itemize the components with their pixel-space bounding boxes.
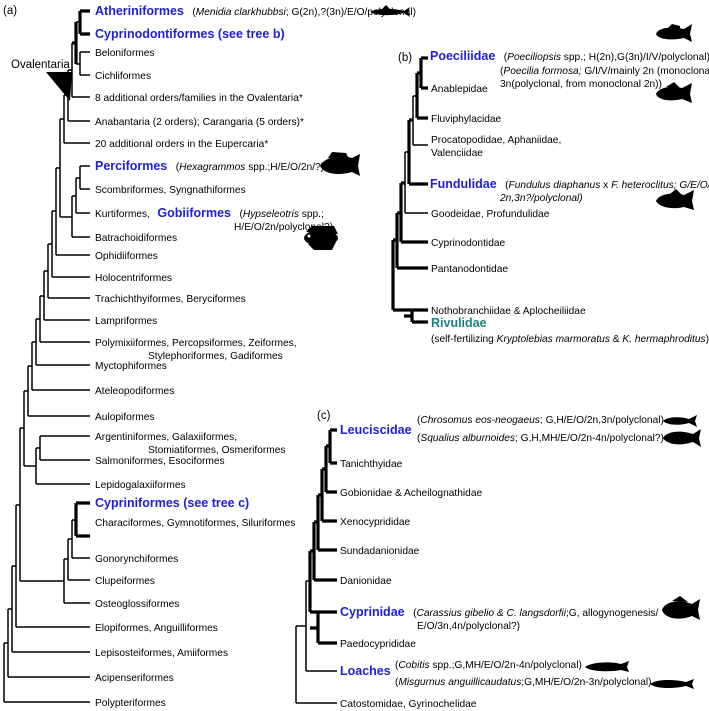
chrosomus-note: (Chrosomus eos-neogaeus; G,H/E/O/2n,3n/p…	[417, 415, 664, 426]
taxon-cichliformes: Cichliformes	[95, 71, 151, 82]
taxon-polymixiiformes: Polymixiiformes, Percopsiformes, Zeiform…	[95, 338, 297, 349]
taxon-cyprinodontidae: Cyprinodontidae	[431, 238, 506, 249]
taxon-gobiiformes: Kurtiformes, Gobiiformes (Hypseleotris s…	[95, 204, 324, 221]
taxon-pantanodontidae: Pantanodontidae	[431, 264, 508, 275]
taxon-ateleopodiformes: Ateleopodiformes	[95, 386, 174, 397]
taxon-polypteriformes: Polypteriformes	[95, 698, 166, 709]
taxon-argentiniformes: Argentiniformes, Galaxiiformes,	[95, 432, 237, 443]
tree-b-labels: Poeciliidae (Poeciliopsis spp.; H(2n),G(…	[430, 47, 709, 345]
taxon-argentiniformes-line2: Stomiatiformes, Osmeriformes	[148, 445, 286, 456]
taxon-rivulidae: Rivulidae	[431, 316, 487, 330]
taxon-cyprinidae: Cyprinidae (Carassius gibelio & C. langs…	[340, 603, 658, 620]
taxon-anabantaria: Anabantaria (2 orders); Carangaria (5 or…	[95, 117, 304, 128]
fish-silhouette-icon	[320, 152, 360, 176]
cyprinidae-note-line2: E/O/3n,4n/polyclonal?)	[417, 621, 520, 632]
taxon-cypriniformes: Cypriniformes (see tree c)	[95, 496, 249, 510]
taxon-danionidae: Danionidae	[340, 576, 392, 587]
tree-c-branches	[295, 428, 337, 704]
fish-silhouette-icon	[370, 5, 410, 17]
tree-a-labels: Atheriniformes (Menidia clarkhubbsi; G(2…	[95, 2, 416, 709]
fish-silhouette-icon	[663, 429, 701, 447]
taxon-catostomidae: Catostomidae, Gyrinochelidae	[340, 699, 477, 710]
taxon-salmoniformes: Salmoniformes, Esociformes	[95, 456, 225, 467]
panel-b-label: (b)	[398, 52, 412, 64]
taxon-fundulidae: Fundulidae (Fundulus diaphanus x F. hete…	[430, 175, 709, 192]
taxon-acipenseriformes: Acipenseriformes	[95, 673, 174, 684]
taxon-myctophiformes: Myctophiformes	[95, 361, 167, 372]
taxon-tanichthyidae: Tanichthyidae	[340, 459, 403, 470]
taxon-lepidogalaxiiformes: Lepidogalaxiiformes	[95, 480, 186, 491]
rivulidae-note: (self-fertilizing Kryptolebias marmoratu…	[431, 334, 709, 345]
taxon-gobionidae: Gobionidae & Acheilognathidae	[340, 488, 483, 499]
taxon-procatopodidae-line2: Valenciidae	[431, 148, 483, 159]
poecilia-formosa-note: (Poecilia formosa; G/I/V/mainly 2n (mono…	[500, 66, 709, 77]
taxon-eupercaria: 20 additional orders in the Eupercaria*	[95, 139, 268, 150]
taxon-goodeidae: Goodeidae, Profundulidae	[431, 209, 550, 220]
tree-c-labels: Leuciscidae (Chrosomus eos-neogaeus; G,H…	[340, 415, 664, 710]
taxon-ophidiiformes: Ophidiiformes	[95, 251, 158, 262]
fish-silhouette-icon	[656, 189, 694, 210]
taxon-characiformes: Characiformes, Gymnotiformes, Siluriform…	[95, 518, 295, 529]
taxon-leuciscidae: Leuciscidae	[340, 423, 412, 437]
taxon-batrachoidiformes: Batrachoidiformes	[95, 233, 177, 244]
fish-silhouette-icon	[663, 415, 697, 427]
taxon-loaches: Loaches	[340, 664, 391, 678]
misgurnus-note: (Misgurnus anguillicaudatus;G,MH/E/O/2n-…	[395, 677, 652, 688]
taxon-sundadanionidae: Sundadanionidae	[340, 546, 420, 557]
taxon-procatopodidae: Procatopodidae, Aphaniidae,	[431, 135, 561, 146]
taxon-elopiformes: Elopiformes, Anguilliformes	[95, 623, 218, 634]
tree-b-branches	[391, 56, 428, 324]
fish-silhouette-icon	[656, 24, 692, 42]
taxon-scombriformes: Scombriformes, Syngnathiformes	[95, 185, 246, 196]
fish-silhouette-icon	[304, 226, 338, 250]
squalius-note: (Squalius alburnoides; G,H,MH/E/O/2n-4n/…	[417, 433, 664, 444]
taxon-anablepidae: Anablepidae	[431, 84, 488, 95]
taxon-gonorynchiformes: Gonorynchiformes	[95, 554, 178, 565]
tree-a-branches	[3, 9, 90, 703]
taxon-paedocyprididae: Paedocyprididae	[340, 639, 416, 650]
taxon-trachichthyiformes: Trachichthyiformes, Beryciformes	[95, 294, 246, 305]
taxon-holocentriformes: Holocentriformes	[95, 273, 172, 284]
cobitis-note: (Cobitis spp.;G,MH/E/O/2n-4n/polyclonal)	[395, 660, 582, 671]
fish-silhouette-icon	[585, 661, 629, 672]
taxon-cyprinodontiformes: Cyprinodontiformes (see tree b)	[95, 27, 285, 41]
poecilia-formosa-note-line2: 3n(polyclonal, from monoclonal 2n))	[500, 79, 662, 90]
taxon-poeciliidae: Poeciliidae (Poeciliopsis spp.; H(2n),G(…	[430, 47, 709, 64]
taxon-perciformes: Perciformes (Hexagrammos spp.;H/E/O/2n/?…	[95, 157, 324, 174]
fish-silhouette-icon	[656, 82, 692, 103]
panel-c-label: (c)	[317, 410, 331, 422]
taxon-fluviphylacidae: Fluviphylacidae	[431, 114, 502, 125]
taxon-beloniformes: Beloniformes	[95, 48, 154, 59]
fundulidae-note-line2: 2n,3n?/polyclonal)	[499, 193, 583, 204]
ovalentaria-label: Ovalentaria	[11, 59, 70, 71]
ovalentaria-arrow-icon	[46, 72, 72, 101]
taxon-lampriformes: Lampriformes	[95, 316, 157, 327]
taxon-atheriniformes: Atheriniformes (Menidia clarkhubbsi; G(2…	[95, 2, 416, 19]
panel-a-label: (a)	[3, 5, 17, 17]
gobiiformes-note-line2: H/E/O/2n/polyclonal?)	[234, 222, 333, 233]
taxon-ovalentaria-orders: 8 additional orders/families in the Oval…	[95, 93, 303, 104]
fish-silhouette-icon	[662, 596, 700, 620]
taxon-xenocyprididae: Xenocyprididae	[340, 517, 411, 528]
taxon-nothobranchiidae: Nothobranchiidae & Aplocheiliidae	[431, 306, 586, 317]
taxon-aulopiformes: Aulopiformes	[95, 412, 154, 423]
taxon-osteoglossiformes: Osteoglossiformes	[95, 599, 179, 610]
taxon-lepisosteiformes: Lepisosteiformes, Amiiformes	[95, 648, 228, 659]
taxon-clupeiformes: Clupeiformes	[95, 576, 155, 587]
taxon-polymixiiformes-line2: Stylephoriformes, Gadiformes	[148, 351, 283, 362]
fish-silhouette-icon	[650, 679, 694, 689]
